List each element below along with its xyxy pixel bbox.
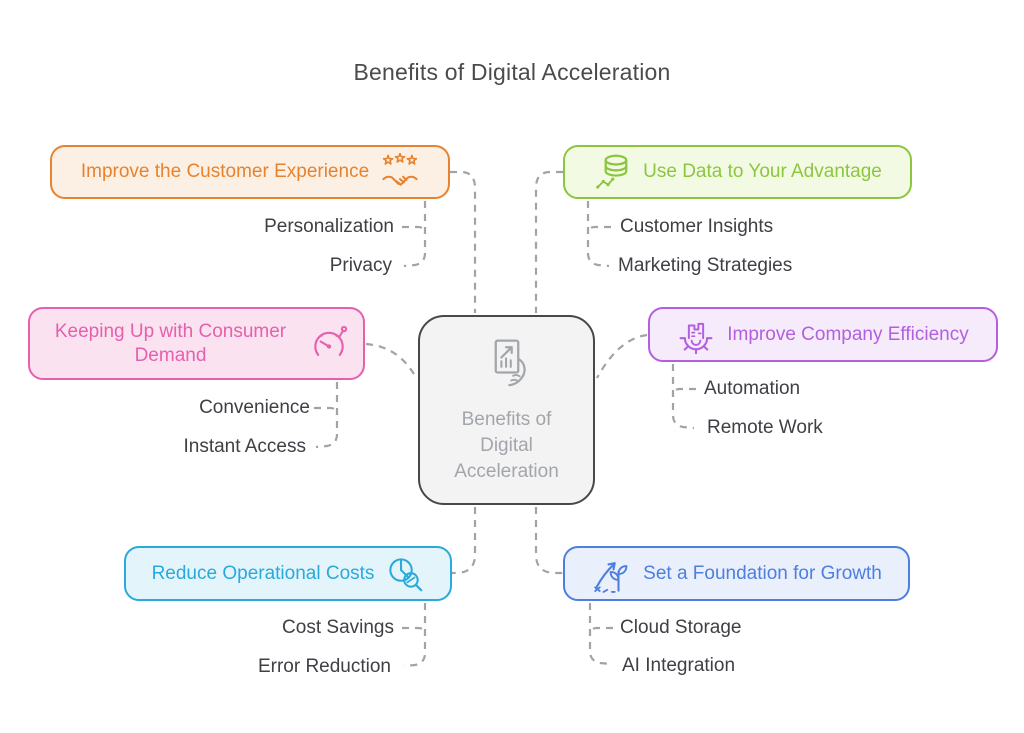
branch-improve-customer-experience: Improve the Customer Experience [50, 145, 450, 199]
central-topic-label: Benefits of Digital Acceleration [454, 408, 559, 483]
subtopic-convenience: Convenience [199, 397, 310, 418]
branch-label: Set a Foundation for Growth [643, 562, 882, 584]
connector-foundation-growth-main [534, 507, 563, 575]
connector-customer-experience-children [403, 201, 427, 268]
connector-company-efficiency-children [671, 364, 695, 430]
subtopic-customer-insights: Customer Insights [620, 216, 774, 237]
connector-company-efficiency-main [596, 333, 648, 379]
branch-label: Reduce Operational Costs [151, 562, 375, 584]
pie-chart-magnifier-icon [386, 555, 424, 593]
subtopic-personalization: Personalization [264, 216, 394, 237]
connector-personalization [402, 225, 427, 235]
subtopic-privacy: Privacy [329, 255, 392, 276]
connector-customer-experience-main [450, 170, 477, 313]
subtopic-automation: Automation [704, 378, 801, 399]
factory-gear-icon [677, 316, 715, 354]
handshake-stars-icon [381, 153, 419, 191]
central-topic: Benefits of Digital Acceleration [418, 315, 595, 505]
subtopic-cloud-storage: Cloud Storage [620, 617, 742, 638]
connector-consumer-demand-children [315, 382, 339, 449]
diagram-title: Benefits of Digital Acceleration [353, 59, 671, 85]
branch-label: Improve Company Efficiency [727, 323, 969, 345]
plant-growth-arrow-icon [591, 554, 631, 594]
document-growth-chart-hand-icon [477, 335, 537, 395]
speedometer-icon [309, 324, 349, 364]
connector-reduce-costs-children [403, 603, 427, 668]
branch-label: Keeping Up with Consumer Demand [54, 320, 287, 366]
branch-keeping-up-with-consumer-demand: Keeping Up with Consumer Demand [28, 307, 365, 380]
branch-set-a-foundation-for-growth: Set a Foundation for Growth [563, 546, 910, 601]
connector-cloud-storage [588, 626, 613, 636]
connector-use-data-main [534, 170, 563, 313]
subtopic-error-reduction: Error Reduction [257, 656, 391, 677]
connector-foundation-growth-children [588, 603, 612, 666]
subtopic-ai-integration: AI Integration [622, 655, 736, 676]
subtopic-remote-work: Remote Work [707, 417, 823, 438]
database-network-icon [593, 153, 631, 191]
branch-use-data-to-your-advantage: Use Data to Your Advantage [563, 145, 912, 199]
connector-automation [671, 387, 696, 397]
subtopic-marketing-strategies: Marketing Strategies [618, 255, 793, 276]
branch-label: Use Data to Your Advantage [643, 161, 882, 183]
connector-cost-savings [402, 626, 427, 636]
subtopic-cost-savings: Cost Savings [282, 617, 394, 638]
branch-label: Improve the Customer Experience [80, 161, 370, 183]
connector-reduce-costs-main [452, 507, 477, 575]
connector-customer-insights [586, 225, 611, 235]
connector-use-data-children [586, 201, 610, 268]
connector-convenience [314, 406, 339, 416]
branch-improve-company-efficiency: Improve Company Efficiency [648, 307, 998, 362]
subtopic-instant-access: Instant Access [183, 436, 306, 457]
connector-consumer-demand-main [365, 342, 418, 380]
branch-reduce-operational-costs: Reduce Operational Costs [124, 546, 452, 601]
